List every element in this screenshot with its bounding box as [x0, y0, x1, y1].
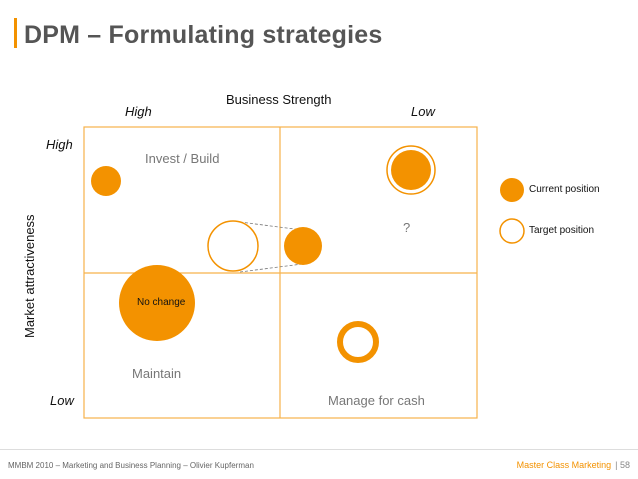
current-position-bubble — [284, 227, 322, 265]
y-axis-title: Market attractiveness — [22, 214, 37, 338]
current-position-bubble — [119, 265, 195, 341]
title-accent-bar — [14, 18, 17, 48]
connector-line-bottom — [239, 263, 303, 273]
page-number: | 58 — [615, 460, 630, 470]
x-axis-low-label: Low — [411, 104, 435, 119]
footer-divider — [0, 449, 638, 450]
footer-brand: Master Class Marketing| 58 — [517, 460, 630, 470]
y-axis-high-label: High — [46, 137, 73, 152]
current-position-bubble — [391, 150, 431, 190]
legend-target-label: Target position — [529, 225, 595, 236]
y-axis-low-label: Low — [50, 393, 74, 408]
footer-course-text: MMBM 2010 – Marketing and Business Plann… — [8, 461, 254, 470]
target-position-bubble — [207, 220, 259, 272]
quadrant-label-question: ? — [403, 220, 411, 235]
legend-current-marker — [500, 178, 524, 202]
current-position-bubble — [91, 166, 121, 196]
legend-target-marker — [499, 218, 525, 244]
x-axis-title: Business Strength — [226, 92, 332, 107]
footer-brand-text: Master Class Marketing — [516, 460, 612, 470]
connector-line-top — [239, 221, 303, 231]
page-title: DPM – Formulating strategies — [24, 21, 383, 49]
quadrant-label-invest: Invest / Build — [145, 151, 220, 166]
quadrant-label-manage-for-cash: Manage for cash — [328, 393, 425, 408]
target-position-bubble — [337, 321, 379, 363]
legend-current-label: Current position — [529, 184, 600, 195]
target-position-bubble — [386, 145, 436, 195]
bubble-label: No change — [137, 297, 186, 308]
quadrant-label-maintain: Maintain — [132, 366, 182, 381]
x-axis-high-label: High — [125, 104, 152, 119]
